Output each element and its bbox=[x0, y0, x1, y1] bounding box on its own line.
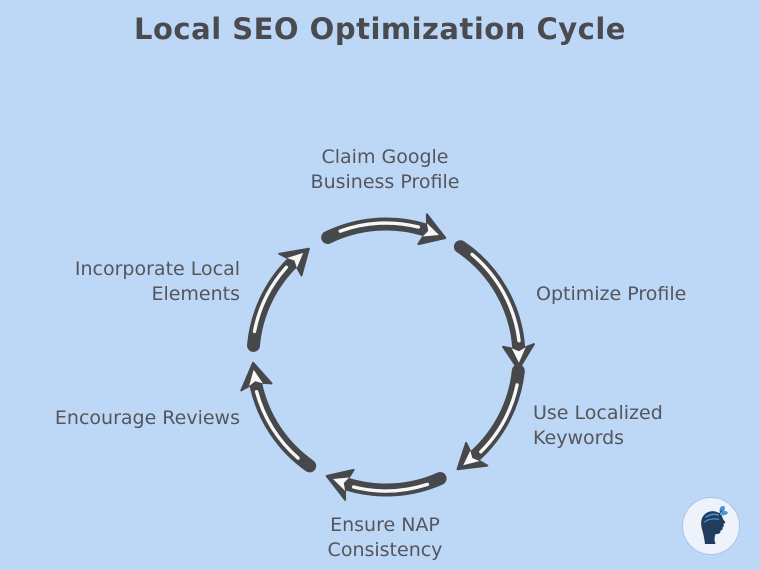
logo-woman-silhouette bbox=[701, 511, 726, 544]
cycle-arrow-icon bbox=[254, 390, 300, 460]
cycle-arrow-icon bbox=[470, 252, 521, 343]
cycle-arrow-icon bbox=[479, 383, 519, 454]
brand-logo bbox=[682, 497, 740, 555]
step-label-incorporate-local-elements: Incorporate Local Elements bbox=[74, 258, 240, 306]
cycle-arrow-icon bbox=[511, 347, 526, 363]
cycle-arrow-icon bbox=[453, 240, 526, 355]
cycle-arrow-icon bbox=[351, 482, 430, 493]
logo-hair-streak bbox=[705, 513, 719, 518]
step-label-encourage-reviews: Encourage Reviews bbox=[54, 407, 240, 429]
cycle-arrow-icon bbox=[338, 221, 421, 233]
woman-butterfly-logo-icon bbox=[701, 505, 728, 544]
logo-hair-streak bbox=[703, 518, 720, 523]
cycle-arrow-icon bbox=[249, 369, 263, 387]
cycle-arrow-icon bbox=[463, 450, 480, 466]
cycle-arrow-icon bbox=[252, 265, 289, 334]
cycle-arrow-icon bbox=[247, 256, 299, 352]
step-label-claim-google-business-profile: Claim Google Business Profile bbox=[310, 146, 460, 194]
logo-butterfly-icon bbox=[719, 505, 728, 516]
step-label-use-localized-keywords: Use Localized Keywords bbox=[533, 402, 663, 450]
cycle-arrow-icons bbox=[240, 213, 535, 501]
cycle-arrow-icon bbox=[468, 364, 525, 463]
step-label-optimize-profile: Optimize Profile bbox=[536, 283, 687, 305]
step-label-ensure-nap-consistency: Ensure NAP Consistency bbox=[327, 514, 443, 562]
cycle-arrow-icon bbox=[333, 477, 350, 491]
page-title: Local SEO Optimization Cycle bbox=[134, 12, 626, 46]
cycle-arrow-icon bbox=[249, 378, 317, 473]
cycle-arrow-icon bbox=[422, 223, 439, 237]
cycle-arrow-icon bbox=[287, 252, 304, 268]
